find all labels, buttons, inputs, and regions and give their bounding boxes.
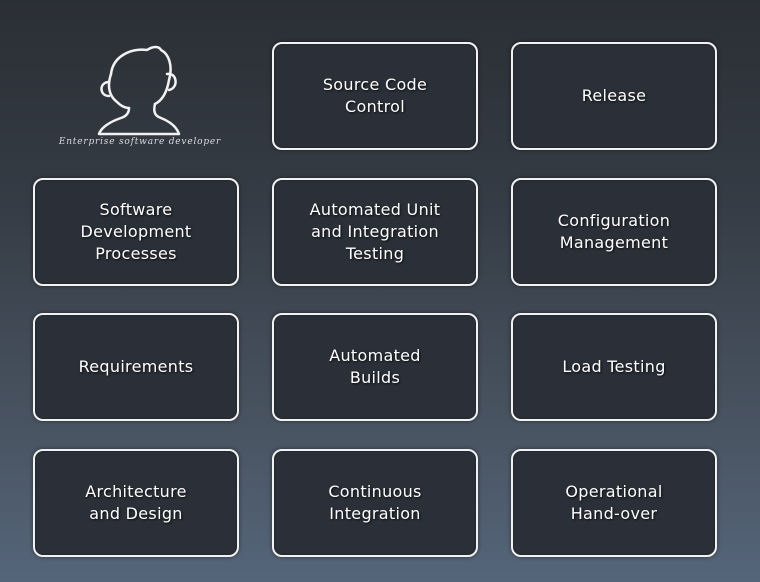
tile-architecture-and-design[interactable]: Architecture and Design (33, 449, 239, 557)
tile-label: Automated Builds (329, 346, 421, 387)
tile-label: Configuration Management (557, 211, 671, 252)
tile-label: Operational Hand-over (565, 482, 663, 523)
tile-load-testing[interactable]: Load Testing (511, 313, 717, 421)
developer-caption: Enterprise software developer (58, 137, 222, 147)
tile-automated-unit-integration-testing[interactable]: Automated Unit and Integration Testing (272, 178, 478, 286)
tile-release[interactable]: Release (511, 42, 717, 150)
tile-label: Architecture and Design (85, 482, 187, 523)
tile-operational-hand-over[interactable]: Operational Hand-over (511, 449, 717, 557)
tile-label: Automated Unit and Integration Testing (309, 200, 441, 263)
tile-label: Continuous Integration (328, 482, 422, 523)
tile-label: Source Code Control (322, 75, 428, 116)
tile-label: Requirements (78, 357, 194, 376)
tile-source-code-control[interactable]: Source Code Control (272, 42, 478, 150)
tile-label: Software Development Processes (80, 200, 192, 263)
tile-software-development-processes[interactable]: Software Development Processes (33, 178, 239, 286)
tile-label: Release (581, 86, 647, 105)
tile-label: Load Testing (562, 357, 666, 376)
tile-requirements[interactable]: Requirements (33, 313, 239, 421)
tile-configuration-management[interactable]: Configuration Management (511, 178, 717, 286)
tile-automated-builds[interactable]: Automated Builds (272, 313, 478, 421)
tile-continuous-integration[interactable]: Continuous Integration (272, 449, 478, 557)
person-head-icon (97, 45, 181, 136)
